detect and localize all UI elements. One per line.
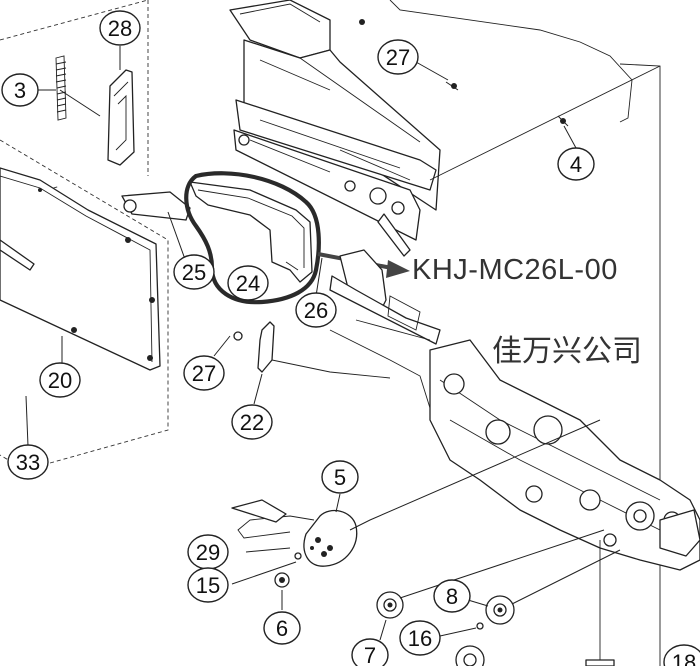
company-name-label: 佳万兴公司 xyxy=(492,334,642,369)
svg-text:5: 5 xyxy=(334,465,346,490)
svg-text:15: 15 xyxy=(196,573,220,598)
right-top-outline xyxy=(389,0,633,123)
svg-text:20: 20 xyxy=(48,368,72,393)
callout-33: 33 xyxy=(7,444,49,480)
callout-28: 28 xyxy=(99,10,141,46)
svg-text:26: 26 xyxy=(304,298,328,323)
callout-24: 24 xyxy=(227,265,269,301)
part-20-side-plate xyxy=(0,167,161,371)
callout-5: 5 xyxy=(321,460,359,494)
callout-18: 18 xyxy=(663,644,700,666)
svg-text:22: 22 xyxy=(240,410,264,435)
callout-15: 15 xyxy=(187,567,229,603)
svg-text:4: 4 xyxy=(570,152,582,177)
svg-text:29: 29 xyxy=(196,540,220,565)
part-22-clip xyxy=(257,321,275,373)
callout-7: 7 xyxy=(351,638,389,666)
svg-text:7: 7 xyxy=(364,643,376,666)
svg-text:28: 28 xyxy=(108,16,132,41)
callout-20: 20 xyxy=(39,362,81,398)
svg-text:6: 6 xyxy=(276,616,288,641)
svg-text:24: 24 xyxy=(236,271,260,296)
callout-29: 29 xyxy=(187,534,229,570)
svg-text:8: 8 xyxy=(446,584,458,609)
part-code-label: KHJ-MC26L-00 xyxy=(412,254,618,286)
part-3-spring xyxy=(55,55,67,121)
part-28-bracket xyxy=(107,69,135,166)
svg-text:27: 27 xyxy=(192,361,216,386)
callout-6: 6 xyxy=(263,611,301,645)
part-7-gear xyxy=(376,591,404,619)
callout-27-top: 27 xyxy=(377,39,419,75)
callout-25: 25 xyxy=(173,254,215,290)
svg-text:33: 33 xyxy=(16,450,40,475)
callout-26: 26 xyxy=(295,292,337,328)
svg-text:25: 25 xyxy=(182,260,206,285)
part-18-gear xyxy=(455,645,485,666)
part-24-cover xyxy=(189,181,313,283)
callout-4: 4 xyxy=(557,147,595,181)
highlight-loop xyxy=(184,171,321,305)
callout-27-lower: 27 xyxy=(183,355,225,391)
svg-text:16: 16 xyxy=(408,626,432,651)
callout-8: 8 xyxy=(433,579,471,613)
part-5-gear-plate xyxy=(303,509,358,567)
svg-text:27: 27 xyxy=(386,45,410,70)
callout-16: 16 xyxy=(399,620,441,656)
svg-text:3: 3 xyxy=(14,78,26,103)
rail-assembly xyxy=(235,99,437,191)
callout-3: 3 xyxy=(1,73,39,107)
svg-text:18: 18 xyxy=(672,650,696,666)
callout-22: 22 xyxy=(231,404,273,440)
part-8-gear xyxy=(485,595,515,625)
